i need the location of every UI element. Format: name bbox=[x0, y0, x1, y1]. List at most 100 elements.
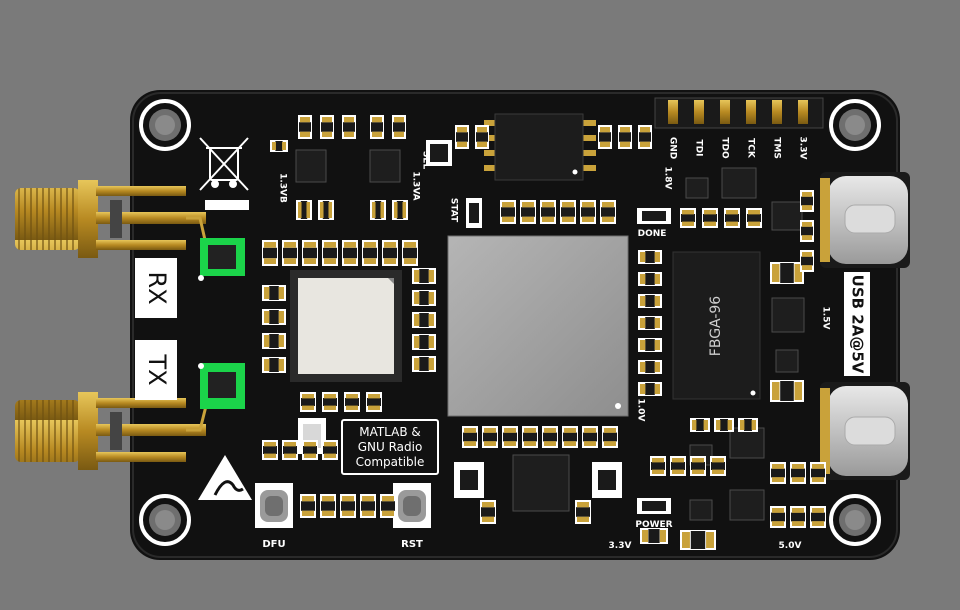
smd-passive bbox=[600, 200, 616, 224]
port-label-tx-box: TX bbox=[135, 340, 177, 400]
smd-passive bbox=[714, 418, 734, 432]
smd-passive bbox=[370, 200, 386, 220]
smd-passive bbox=[738, 418, 758, 432]
rail-label-3-3v: 3.3V bbox=[609, 541, 632, 551]
rail-label-sel: SEL bbox=[421, 151, 431, 170]
silk-bar bbox=[205, 200, 249, 210]
smd-passive bbox=[810, 506, 826, 528]
rail-label-5-0v: 5.0V bbox=[779, 541, 802, 551]
smd-passive bbox=[770, 506, 786, 528]
smd-passive bbox=[300, 494, 316, 518]
smd-passive bbox=[298, 115, 312, 139]
smd-passive bbox=[412, 312, 436, 328]
smd-passive bbox=[282, 240, 298, 266]
smd-passive bbox=[790, 506, 806, 528]
pin-label-tms: TMS bbox=[772, 137, 782, 159]
dfu-button-label: DFU bbox=[262, 539, 285, 550]
ddr-memory-chip: FBGA-96 bbox=[672, 251, 761, 400]
smd-passive bbox=[746, 208, 762, 228]
smd-passive bbox=[618, 125, 632, 149]
pin-label-tdo: TDO bbox=[720, 137, 730, 159]
rail-label-1-3va: 1.3VA bbox=[411, 171, 421, 200]
smd-passive bbox=[502, 426, 518, 448]
mounting-hole bbox=[829, 494, 881, 546]
smd-passive bbox=[402, 240, 418, 266]
smd-passive bbox=[282, 440, 298, 460]
smd-passive bbox=[366, 392, 382, 412]
smd-passive bbox=[382, 240, 398, 266]
smd-passive bbox=[322, 392, 338, 412]
smd-passive bbox=[262, 309, 286, 325]
badge-line-2: GNU Radio bbox=[358, 440, 423, 454]
smd-passive bbox=[562, 426, 578, 448]
rf-filter-rx bbox=[198, 238, 245, 281]
smd-passive bbox=[302, 240, 318, 266]
smd-passive bbox=[342, 240, 358, 266]
smd-passive bbox=[270, 140, 288, 152]
smd-passive bbox=[580, 200, 596, 224]
smd-passive bbox=[344, 392, 360, 412]
smd-passive bbox=[710, 456, 726, 476]
smd-passive bbox=[638, 382, 662, 396]
smd-passive bbox=[342, 115, 356, 139]
smd-passive bbox=[362, 240, 378, 266]
smd-passive bbox=[724, 208, 740, 228]
rail-label-1-5v: 1.5V bbox=[821, 307, 831, 330]
smd-passive bbox=[602, 426, 618, 448]
smd-passive bbox=[540, 200, 556, 224]
rail-label-1-0v: 1.0V bbox=[636, 399, 646, 422]
done-led bbox=[637, 208, 671, 224]
smd-passive bbox=[638, 250, 662, 264]
inductors bbox=[298, 140, 622, 498]
usb-c-connector-top bbox=[820, 172, 910, 268]
smd-passive bbox=[575, 500, 591, 524]
smd-passive bbox=[322, 240, 338, 266]
smd-passive bbox=[340, 494, 356, 518]
smd-passive bbox=[322, 440, 338, 460]
smd-passive bbox=[262, 440, 278, 460]
ddr-chip-label: FBGA-96 bbox=[708, 296, 724, 356]
smd-passive bbox=[370, 115, 384, 139]
smd-passive bbox=[582, 426, 598, 448]
rf-transceiver-chip bbox=[290, 270, 402, 382]
smd-passive bbox=[318, 200, 334, 220]
smd-passive bbox=[392, 115, 406, 139]
jtag-pin-labels: GND TDI TDO TCK TMS 3.3V bbox=[668, 137, 808, 160]
port-label-tx: TX bbox=[143, 353, 171, 385]
jtag-header bbox=[654, 97, 824, 129]
smd-passive bbox=[638, 338, 662, 352]
smd-passive bbox=[482, 426, 498, 448]
smd-passive bbox=[380, 494, 396, 518]
usb-power-label: USB 2A@5V bbox=[849, 275, 867, 374]
smd-passive bbox=[702, 208, 718, 228]
smd-passive bbox=[800, 250, 814, 272]
smd-passive bbox=[542, 426, 558, 448]
smd-passive bbox=[800, 190, 814, 212]
pin-label-tdi: TDI bbox=[694, 140, 704, 157]
smd-passive bbox=[262, 240, 278, 266]
stat-led-label: STAT bbox=[449, 198, 459, 223]
mounting-hole bbox=[139, 99, 191, 151]
dfu-button[interactable] bbox=[255, 483, 293, 528]
smd-passive bbox=[770, 380, 804, 402]
port-label-rx: RX bbox=[143, 271, 171, 304]
esd-warning-icon bbox=[198, 455, 252, 500]
smd-passive bbox=[320, 115, 334, 139]
pin-label-gnd: GND bbox=[668, 137, 678, 159]
smd-passive bbox=[638, 360, 662, 374]
small-ics bbox=[295, 149, 805, 521]
smd-passive bbox=[320, 494, 336, 518]
passive-components bbox=[262, 115, 826, 550]
sma-connector-tx bbox=[15, 392, 206, 470]
smd-passive bbox=[302, 440, 318, 460]
smd-passive bbox=[680, 530, 716, 550]
rf-filter-tx bbox=[198, 363, 245, 409]
smd-passive bbox=[680, 208, 696, 228]
smd-passive bbox=[462, 426, 478, 448]
smd-passive bbox=[392, 200, 408, 220]
smd-passive bbox=[412, 334, 436, 350]
flash-chip bbox=[484, 113, 596, 181]
rst-button[interactable] bbox=[393, 483, 431, 528]
power-led bbox=[637, 498, 671, 514]
